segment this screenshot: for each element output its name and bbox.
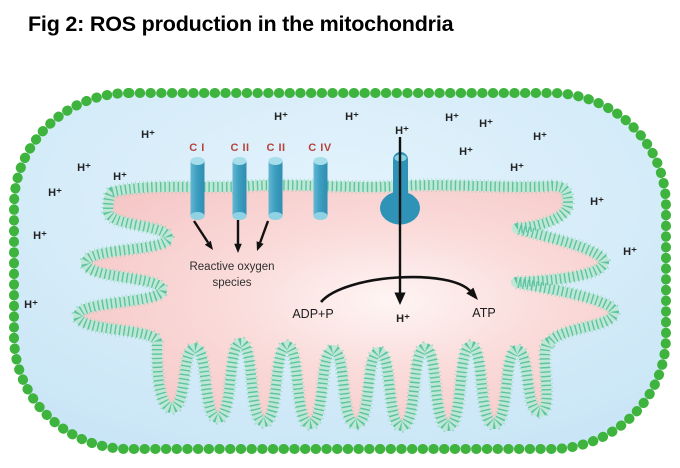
proton-label: H⁺ bbox=[141, 129, 155, 141]
proton-label: H⁺ bbox=[77, 162, 91, 174]
adp-label: ADP+P bbox=[292, 307, 333, 321]
ros-arrowhead-2 bbox=[234, 243, 242, 253]
proton-flow-arrowhead bbox=[394, 292, 406, 305]
complex-label-4: C IV bbox=[308, 142, 332, 154]
proton-label: H⁺ bbox=[24, 299, 38, 311]
proton-labels: H⁺ H⁺ H⁺ H⁺ H⁺ H⁺ H⁺ H⁺ H⁺ H⁺ H⁺ H⁺ H⁺ H… bbox=[24, 111, 637, 325]
adp-atp-curve bbox=[320, 275, 473, 303]
complex-label-3: C II bbox=[266, 142, 285, 154]
membrane-fuzz-base bbox=[72, 180, 620, 432]
proton-flow-arrow bbox=[394, 137, 406, 305]
ros-arrowhead-1 bbox=[204, 240, 213, 250]
adp-atp-arrow bbox=[320, 275, 478, 303]
ros-arrows bbox=[192, 220, 270, 253]
proton-label: H⁺ bbox=[396, 313, 410, 325]
proton-label: H⁺ bbox=[48, 187, 62, 199]
complex-label-2: C II bbox=[230, 142, 249, 154]
proton-label: H⁺ bbox=[113, 171, 127, 183]
atp-label: ATP bbox=[472, 306, 495, 320]
proton-label: H⁺ bbox=[345, 111, 359, 123]
outer-membrane-beads bbox=[9, 88, 671, 454]
proton-label: H⁺ bbox=[274, 111, 288, 123]
mitochondrion-diagram: C I C II C II C IV bbox=[9, 88, 671, 454]
ros-label-line1: Reactive oxygen bbox=[189, 261, 274, 273]
proton-label: H⁺ bbox=[623, 246, 637, 258]
complex-3 bbox=[268, 157, 283, 220]
ros-arrow-3 bbox=[258, 220, 270, 244]
complex-1 bbox=[190, 157, 205, 220]
ros-arrow-1 bbox=[192, 220, 210, 244]
ros-label-line2: species bbox=[213, 277, 252, 289]
proton-label: H⁺ bbox=[395, 125, 409, 137]
proton-label: H⁺ bbox=[459, 146, 473, 158]
figure-title: Fig 2: ROS production in the mitochondri… bbox=[28, 12, 454, 36]
complex-2 bbox=[232, 157, 247, 220]
proton-label: H⁺ bbox=[533, 131, 547, 143]
adp-atp-arrowhead bbox=[466, 287, 478, 300]
respiratory-complexes: C I C II C II C IV bbox=[189, 142, 332, 220]
proton-label: H⁺ bbox=[33, 230, 47, 242]
complex-label-1: C I bbox=[189, 142, 205, 154]
complex-4 bbox=[313, 157, 328, 220]
proton-label: H⁺ bbox=[510, 162, 524, 174]
ros-arrowhead-3 bbox=[256, 241, 264, 251]
inner-membrane-matrix bbox=[71, 178, 621, 433]
proton-label: H⁺ bbox=[479, 118, 493, 130]
proton-label: H⁺ bbox=[590, 196, 604, 208]
proton-label: H⁺ bbox=[445, 112, 459, 124]
